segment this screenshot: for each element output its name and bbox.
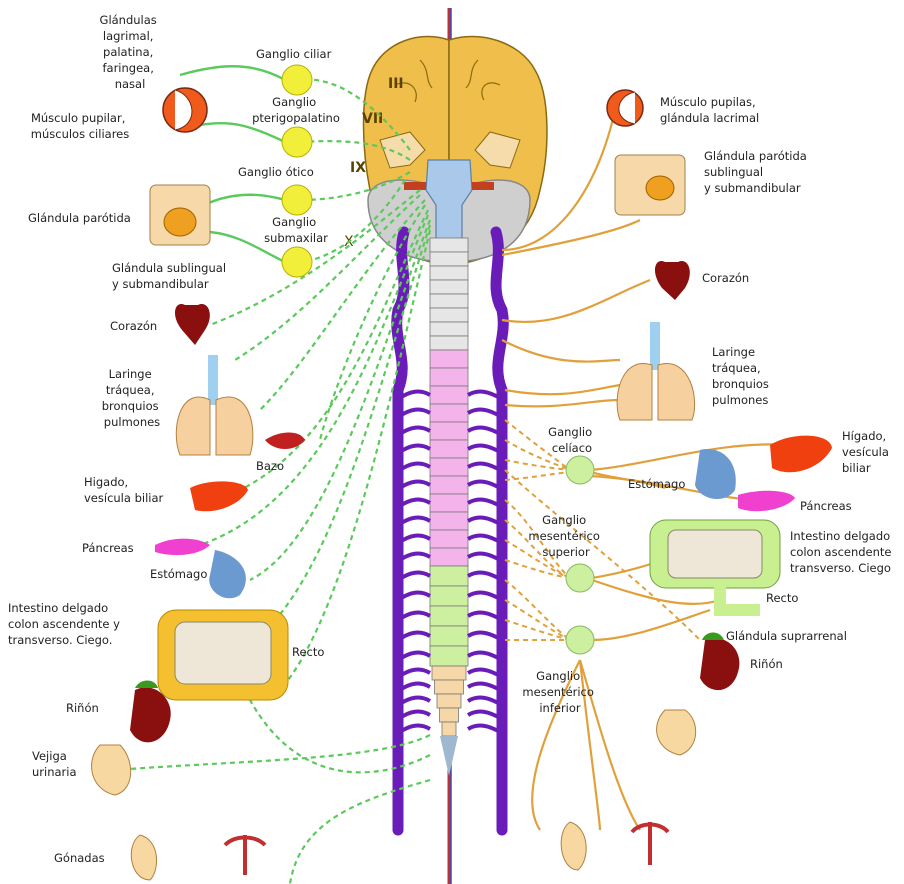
- left-liver: [190, 481, 248, 511]
- right-intestine: [650, 520, 780, 610]
- spinal-segment: [430, 336, 468, 350]
- spinal-segment: [440, 708, 459, 722]
- spinal-segment: [430, 646, 468, 666]
- spinal-segment: [430, 606, 468, 626]
- spinal-segment: [442, 722, 456, 736]
- spinal-segment: [430, 350, 468, 368]
- label-recto-right: Recto: [766, 591, 798, 605]
- label-bazo: Bazo: [256, 459, 284, 473]
- label-estomago-right: Estómago: [628, 477, 685, 491]
- left-heart: [175, 304, 210, 345]
- label-musculo-pupilas: Músculo pupilas, glándula lacrimal: [660, 95, 759, 125]
- left-face-glands: [150, 185, 210, 245]
- spinal-segment: [430, 626, 468, 646]
- cranial-nerve-vii: VII: [362, 111, 383, 127]
- inferior-mesenteric-ganglion: [566, 626, 594, 654]
- label-corazon-right: Corazón: [702, 271, 749, 285]
- left-intestine: [158, 610, 288, 700]
- label-ganglio-submaxilar: Ganglio submaxilar: [264, 215, 328, 245]
- label-estomago-left: Estómago: [150, 567, 207, 581]
- label-glandula-parotida-right: Glándula parótida sublingual y submandib…: [704, 149, 811, 195]
- sympathetic-chain-right: [496, 232, 503, 830]
- spinal-segment: [430, 322, 468, 336]
- spinal-segment: [430, 386, 468, 404]
- label-ganglio-otico: Ganglio ótico: [238, 165, 314, 179]
- otic-ganglion: [282, 185, 312, 215]
- spinal-segment: [430, 530, 468, 548]
- submandibular-ganglion: [282, 247, 312, 277]
- label-higado-left: Higado, vesícula biliar: [84, 475, 164, 505]
- spinal-segment: [430, 586, 468, 606]
- right-gonads: [561, 822, 668, 870]
- spinal-segment: [430, 238, 468, 252]
- pterygopalatine-ganglion: [282, 127, 312, 157]
- spinal-cord: [430, 238, 468, 776]
- spinal-segment: [437, 694, 461, 708]
- left-bladder: [92, 745, 131, 795]
- label-ganglio-pterigopalatino: Ganglio pterigopalatino: [252, 95, 340, 125]
- spinal-segment: [430, 280, 468, 294]
- right-bladder: [657, 710, 696, 755]
- right-pancreas: [738, 491, 795, 511]
- left-gonads: [131, 835, 265, 880]
- label-ganglio-celiaco: Ganglio celíaco: [548, 425, 596, 455]
- label-glandula-suprarrenal: Glándula suprarrenal: [726, 629, 847, 643]
- cranial-nerve-ix: IX: [350, 160, 366, 176]
- spinal-segment: [430, 494, 468, 512]
- right-liver: [770, 436, 832, 473]
- right-lungs: [617, 322, 695, 420]
- celiac-ganglion: [566, 456, 594, 484]
- right-eye: [607, 90, 643, 126]
- label-corazon-left: Corazón: [110, 319, 157, 333]
- spinal-segment: [430, 458, 468, 476]
- label-glandula-parotida: Glándula parótida: [28, 211, 131, 225]
- label-higado-right: Hígado, vesícula biliar: [842, 429, 893, 475]
- spinal-segment: [435, 680, 464, 694]
- spinal-segment: [430, 308, 468, 322]
- label-rinon-left: Riñón: [66, 701, 99, 715]
- label-glandulas-lagrimal: Glándulas lagrimal, palatina, faringea, …: [100, 13, 161, 91]
- ciliary-ganglion: [282, 65, 312, 95]
- spinal-segment: [430, 252, 468, 266]
- left-eye: [163, 88, 207, 132]
- spinal-segment: [430, 476, 468, 494]
- label-ganglio-mesenterico-superior: Ganglio mesentérico superior: [528, 513, 603, 559]
- spinal-segment: [430, 266, 468, 280]
- label-musculo-pupilar: Músculo pupilar, músculos ciliares: [31, 111, 129, 141]
- spinal-segment: [430, 548, 468, 566]
- right-face-glands: [615, 155, 685, 215]
- spinal-segment: [430, 440, 468, 458]
- left-stomach: [209, 550, 246, 598]
- spinal-segment: [430, 368, 468, 386]
- filum-terminale: [440, 736, 458, 776]
- label-pancreas-left: Páncreas: [82, 541, 134, 555]
- label-pancreas-right: Páncreas: [800, 499, 852, 513]
- label-intestino-left: Intestino delgado colon ascendente y tra…: [8, 601, 124, 647]
- label-gonadas: Gónadas: [54, 851, 105, 865]
- label-ganglio-ciliar: Ganglio ciliar: [256, 47, 332, 61]
- spinal-segment: [430, 404, 468, 422]
- label-laringe-left: Laringe tráquea, bronquios pulmones: [102, 367, 163, 429]
- right-heart: [655, 261, 690, 300]
- left-pancreas: [155, 539, 210, 556]
- right-stomach: [695, 449, 736, 499]
- spinal-segment: [430, 422, 468, 440]
- label-glandula-sublingual: Glándula sublingual y submandibular: [112, 261, 230, 291]
- spinal-segment: [430, 512, 468, 530]
- cranial-nerve-iii: III: [388, 76, 404, 92]
- label-laringe-right: Laringe tráquea, bronquios pulmones: [712, 345, 773, 407]
- spinal-segment: [432, 666, 466, 680]
- spinal-segment: [430, 566, 468, 586]
- label-recto-left: Recto: [292, 645, 324, 659]
- superior-mesenteric-ganglion: [566, 564, 594, 592]
- left-lungs: [176, 355, 253, 455]
- sympathetic-pathways: [502, 110, 790, 830]
- spinal-segment: [430, 294, 468, 308]
- label-vejiga: Vejiga urinaria: [32, 749, 77, 779]
- label-rinon-right: Riñón: [750, 657, 783, 671]
- label-intestino-right: Intestino delgado colon ascendente trans…: [790, 529, 895, 575]
